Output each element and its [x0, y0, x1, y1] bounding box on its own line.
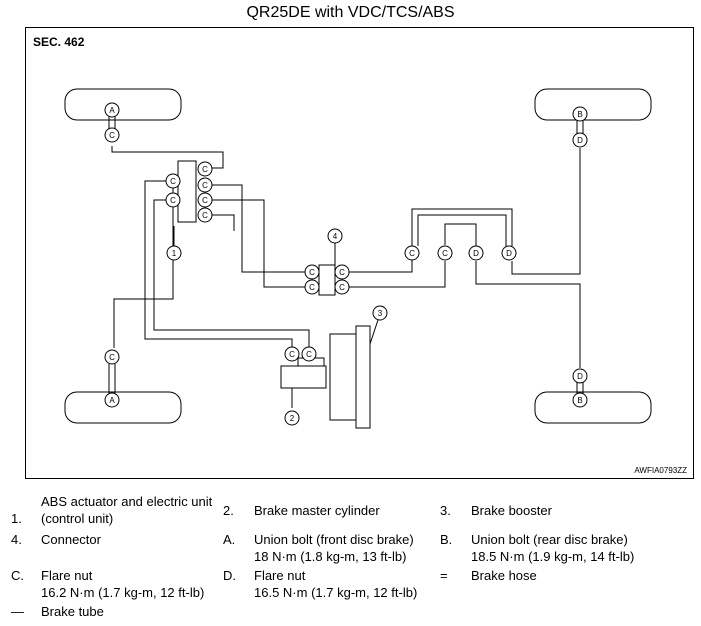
brake-tube-loop-b	[417, 214, 507, 246]
marker-c-rl: C	[109, 353, 115, 362]
legend-key-1: 1.	[11, 511, 22, 526]
legend-text-c-2: 16.2 N·m (1.7 kg-m, 12 ft-lb)	[41, 585, 205, 600]
callout-1	[166, 245, 182, 261]
marker-d-rear-2: D	[506, 249, 512, 258]
brake-tube-loop-a	[444, 223, 477, 246]
brake-tube-fr-rear	[511, 148, 581, 275]
marker-c-act-3: C	[202, 196, 208, 205]
legend-text-b-1: Union bolt (rear disc brake)	[471, 532, 628, 547]
brake-tube-fl	[111, 146, 224, 169]
callout-4-label: 4	[333, 232, 338, 241]
marker-c-act-4: C	[202, 211, 208, 220]
marker-c-conn-4: C	[339, 283, 345, 292]
marker-d-rear-1: D	[473, 249, 479, 258]
marker-c-rear-1: C	[409, 249, 415, 258]
brake-tube-rr	[475, 261, 581, 368]
legend-text-a-2: 18 N·m (1.8 kg-m, 13 ft-lb)	[254, 549, 407, 564]
callout-1-label: 1	[172, 249, 177, 258]
legend-key-b: B.	[440, 532, 453, 547]
marker-c-conn-2: C	[309, 283, 315, 292]
master-cylinder	[280, 365, 327, 389]
brake-tube-fr	[212, 214, 235, 231]
abs-actuator	[177, 160, 197, 223]
legend-text-3: Brake booster	[471, 503, 552, 518]
marker-c-fl: C	[109, 131, 115, 140]
marker-d-fr: D	[577, 136, 583, 145]
marker-a-fl: A	[109, 106, 115, 115]
legend-key-4: 4.	[11, 532, 22, 547]
marker-c-mc-2: C	[306, 350, 312, 359]
marker-b-rr: B	[577, 396, 582, 405]
brake-tube-mc2	[153, 199, 310, 350]
legend-key-hose: =	[440, 568, 448, 583]
brake-tube-conn-upper	[349, 208, 513, 273]
legend-text-hose: Brake hose	[471, 568, 537, 583]
legend-key-tube: —	[11, 604, 24, 619]
brake-diagram: 1 2 3 4	[64, 88, 652, 429]
legend-text-d-1: Flare nut	[254, 568, 306, 583]
brake-tube-conn-lower	[349, 261, 446, 288]
legend-text-c-1: Flare nut	[41, 568, 93, 583]
brake-tube-act-conn-upper	[212, 184, 306, 273]
brake-diagram-frame: SEC. 462 AWFIA0793ZZ	[25, 27, 694, 479]
rear-right-wheel	[534, 391, 652, 424]
front-right-wheel	[534, 88, 652, 121]
rear-left-wheel	[64, 391, 182, 424]
section-label: SEC. 462	[33, 35, 85, 49]
callout-2-label: 2	[290, 414, 295, 423]
brake-tube-mc1	[144, 180, 293, 350]
marker-c-act-5: C	[170, 177, 176, 186]
marker-c-act-2: C	[202, 181, 208, 190]
callout-3	[372, 305, 388, 321]
legend-text-b-2: 18.5 N·m (1.9 kg-m, 14 ft-lb)	[471, 549, 635, 564]
legend-key-c: C.	[11, 568, 24, 583]
marker-c-conn-1: C	[309, 268, 315, 277]
legend-key-d: D.	[223, 568, 236, 583]
legend-text-d-2: 16.5 N·m (1.7 kg-m, 12 ft-lb)	[254, 585, 418, 600]
marker-d-rr: D	[577, 372, 583, 381]
legend-text-1: ABS actuator and electric unit (control …	[41, 494, 213, 526]
legend-text-a-1: Union bolt (front disc brake)	[254, 532, 414, 547]
callout-3-label: 3	[378, 309, 383, 318]
legend-key-a: A.	[223, 532, 236, 547]
figure-code: AWFIA0793ZZ	[634, 466, 687, 475]
callout-4	[327, 228, 343, 244]
legend-text-4: Connector	[41, 532, 101, 547]
marker-c-mc-1: C	[289, 350, 295, 359]
legend-text-tube: Brake tube	[41, 604, 104, 619]
marker-c-rear-2: C	[442, 249, 448, 258]
diagram-title: QR25DE with VDC/TCS/ABS	[246, 4, 455, 21]
marker-c-conn-3: C	[339, 268, 345, 277]
legend-key-3: 3.	[440, 503, 451, 518]
marker-b-fr: B	[577, 110, 582, 119]
brake-tube-rl	[113, 185, 174, 348]
marker-a-rl: A	[109, 396, 115, 405]
legend-key-2: 2.	[223, 503, 234, 518]
connector	[318, 264, 336, 296]
marker-c-act-6: C	[170, 196, 176, 205]
brake-booster	[329, 333, 357, 421]
callout-2	[284, 410, 300, 426]
brake-tube-act-conn-lower	[212, 199, 306, 288]
marker-c-act-1: C	[202, 165, 208, 174]
legend-text-2: Brake master cylinder	[254, 503, 380, 518]
front-left-wheel	[64, 88, 182, 121]
